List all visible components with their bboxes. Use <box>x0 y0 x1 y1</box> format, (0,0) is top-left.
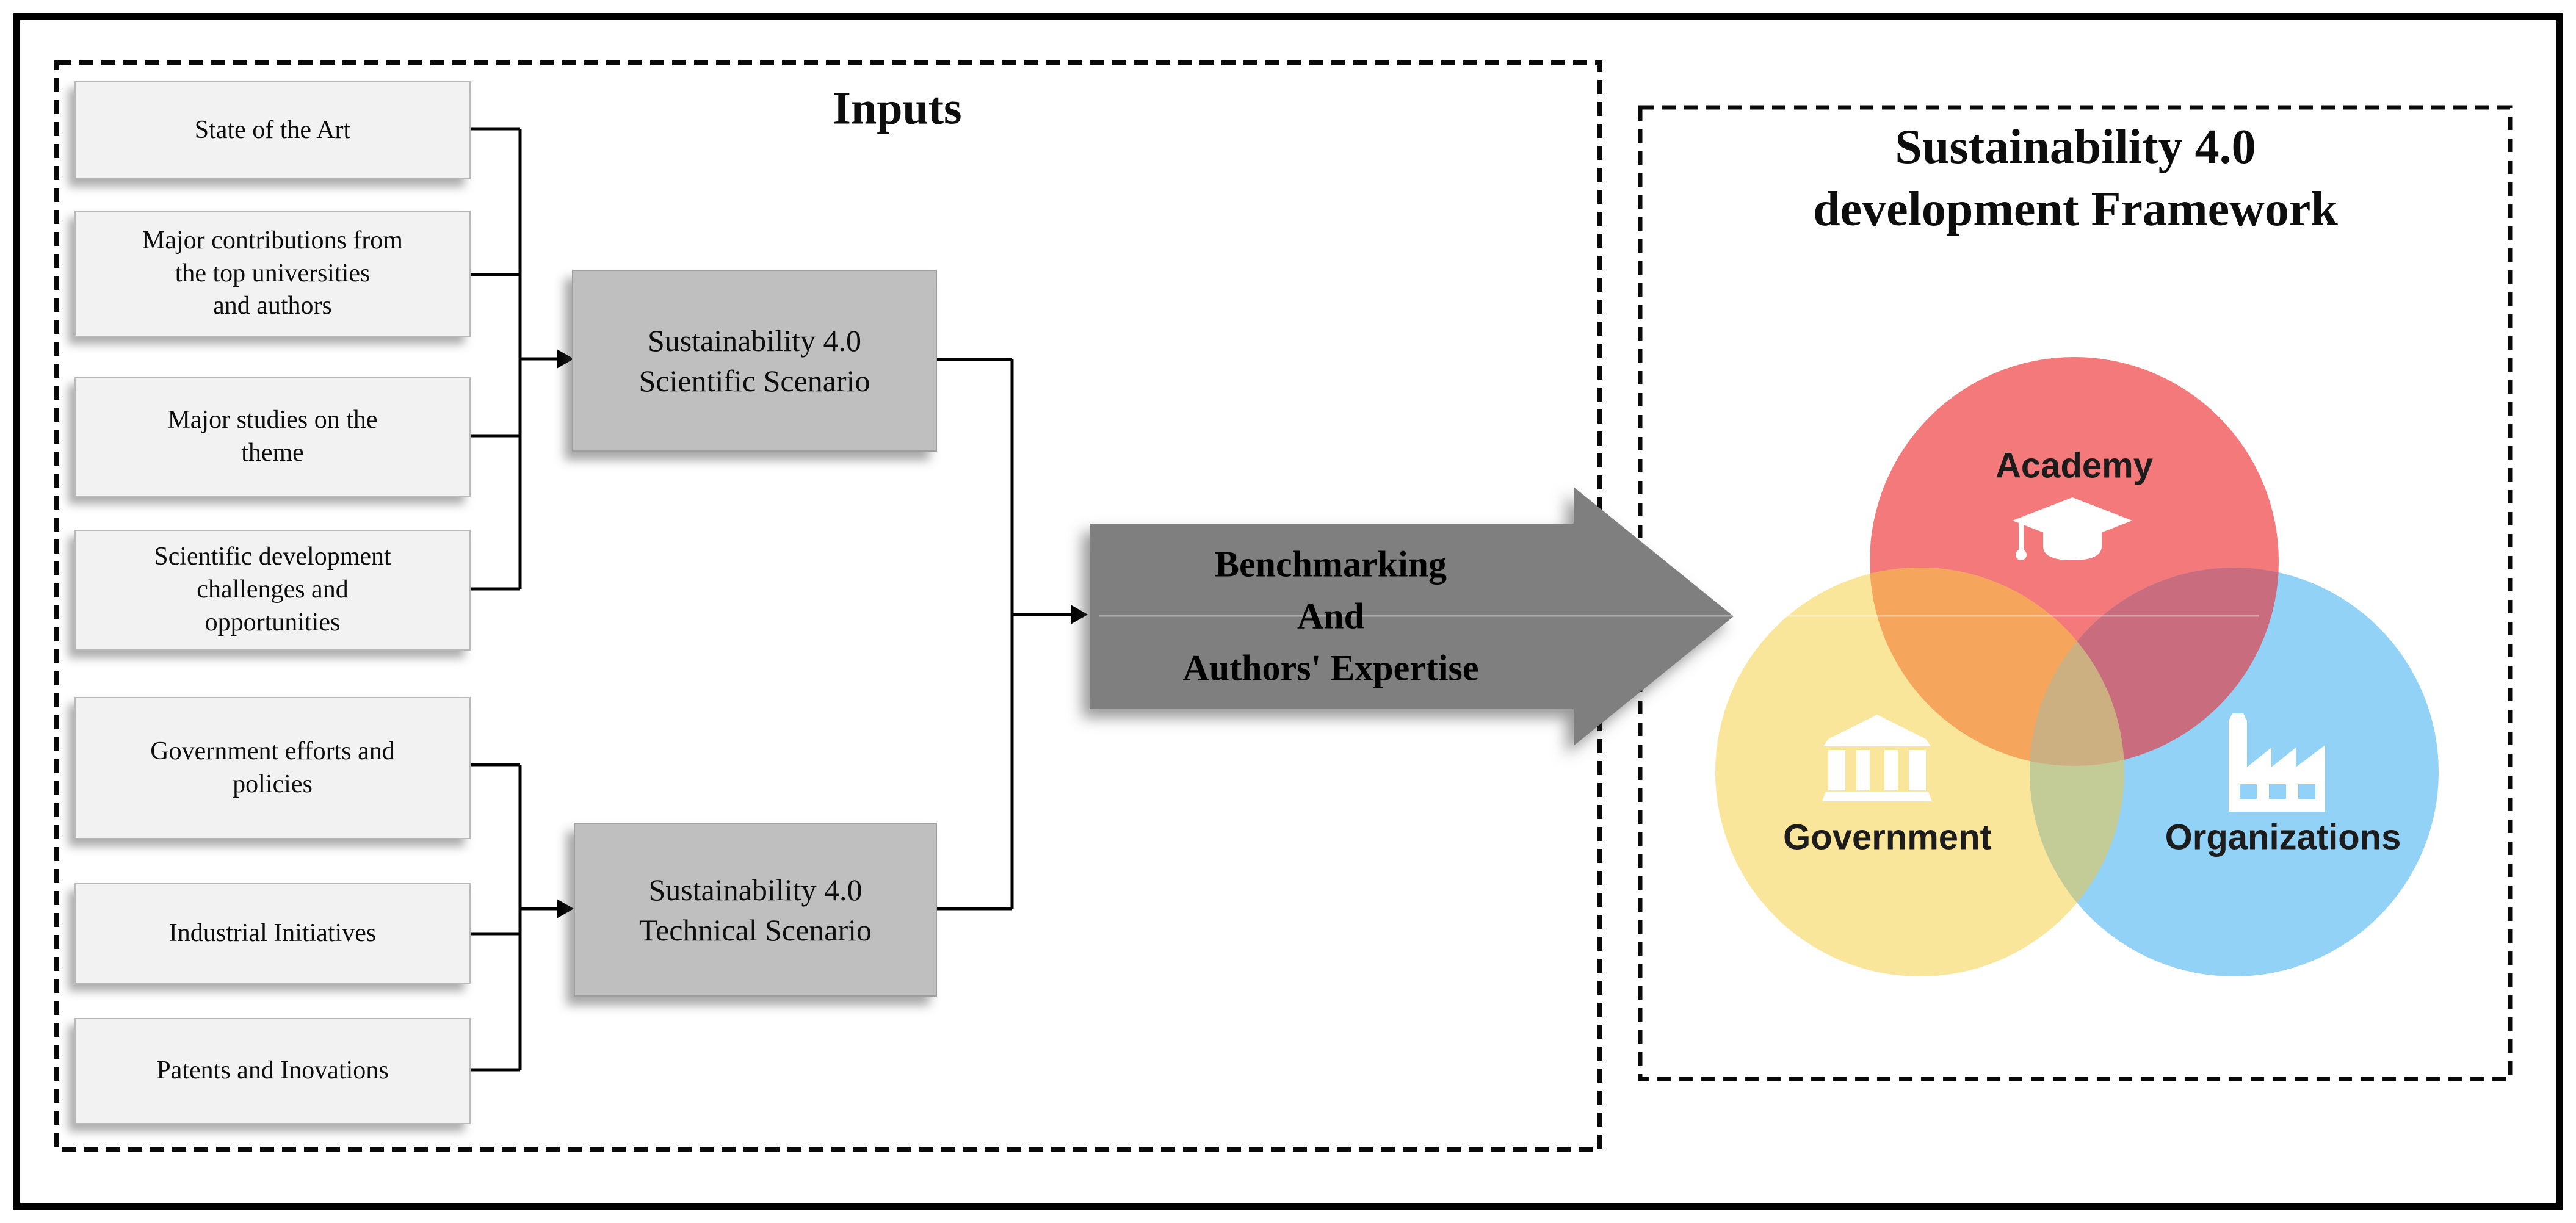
benchmarking-arrow-shape <box>1090 487 1734 746</box>
graduation-cap-icon <box>2013 497 2132 560</box>
inputs-panel-border <box>54 60 1602 1152</box>
source-box-state-of-the-art: State of the Art <box>74 81 471 179</box>
outer-border <box>13 13 2563 1210</box>
inputs-panel-title: Inputs <box>833 82 962 134</box>
source-box-patents-inovations: Patents and Inovations <box>74 1018 471 1124</box>
source-box-industrial-initiatives: Industrial Initiatives <box>74 883 471 984</box>
bank-icon <box>1822 715 1932 801</box>
organizations-label: Organizations <box>2165 817 2401 857</box>
academy-label: Academy <box>1995 446 2153 486</box>
source-box-major-studies: Major studies on the theme <box>74 377 471 497</box>
benchmarking-arrow-label: Benchmarking And Authors' Expertise <box>1182 544 1479 688</box>
factory-icon <box>2229 713 2325 812</box>
framework-panel-title: Sustainability 4.0 development Framework <box>1813 120 2338 236</box>
technical-scenario-box: Sustainability 4.0 Technical Scenario <box>574 823 937 997</box>
source-box-government-efforts: Government efforts and policies <box>74 697 471 839</box>
connector-arrowheads <box>557 349 1088 918</box>
government-label: Government <box>1783 817 1992 857</box>
source-box-major-contributions: Major contributions from the top univers… <box>74 211 471 337</box>
scientific-scenario-box: Sustainability 4.0 Scientific Scenario <box>572 270 937 452</box>
connector-lines <box>468 127 1072 1072</box>
source-box-scientific-challenges: Scientific development challenges and op… <box>74 530 471 651</box>
